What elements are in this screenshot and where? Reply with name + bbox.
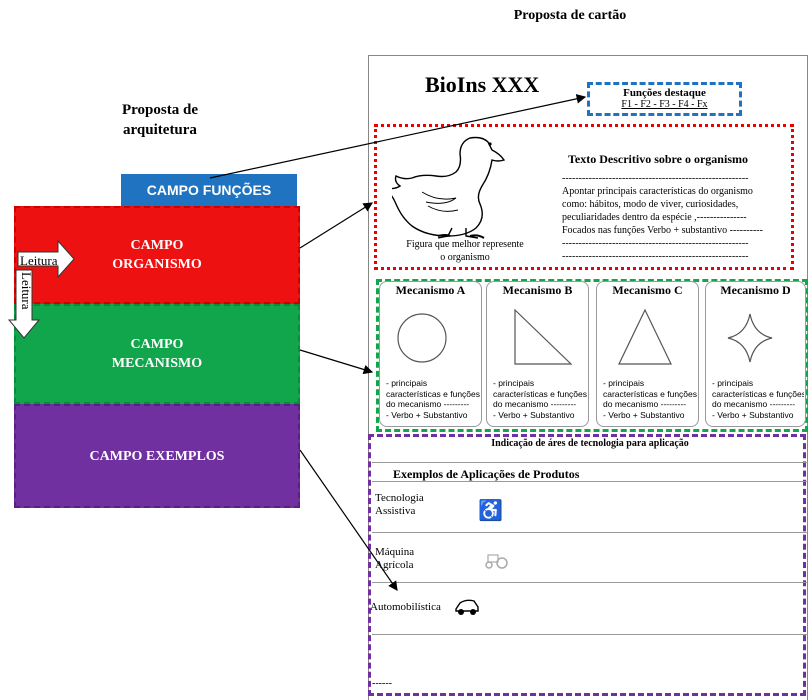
- example-line: Tecnologia: [375, 492, 424, 504]
- example-line: Automobilística: [370, 601, 441, 613]
- mechanism-line: do mecanismo ---------: [603, 399, 687, 409]
- mechanism-line: - principais: [603, 378, 645, 388]
- functions-list: F1 - F2 - F3 - F4 - Fx: [621, 99, 708, 110]
- figure-caption: Figura que melhor represente o organismo: [406, 239, 524, 263]
- mechanism-line: características e funções: [603, 388, 698, 399]
- mechanism-connector: [299, 349, 374, 375]
- reading-vertical-arrow: [7, 269, 41, 339]
- highlight-functions-box: Funções destaque F1 - F2 - F3 - F4 - Fx: [587, 82, 742, 116]
- mechanism-line: - Verbo + Substantivo: [603, 409, 685, 420]
- organism-connector: [299, 202, 374, 249]
- examples-box: [368, 434, 806, 696]
- description-body: ----------------------------------------…: [562, 172, 792, 263]
- mechanism-line: características e funções: [386, 388, 481, 399]
- examples-field-label: CAMPO EXEMPLOS: [89, 448, 225, 464]
- organism-field-label: CAMPO ORGANISMO: [112, 238, 202, 272]
- mechanism-title: Mecanismo D: [720, 283, 791, 297]
- description-line: Focados nas funções Verbo + substantivo …: [562, 225, 763, 236]
- mechanism-field-label: CAMPO MECANISMO: [111, 337, 203, 371]
- mechanism-card-a: Mecanismo A - principais características…: [379, 281, 482, 427]
- star-shape: [727, 313, 773, 363]
- examples-field: CAMPO EXEMPLOS: [14, 404, 300, 508]
- mechanism-line: - principais: [712, 378, 754, 388]
- example-label: Automobilística: [370, 601, 441, 614]
- mechanism-line: do mecanismo ---------: [386, 399, 470, 409]
- functions-connector: [209, 94, 587, 179]
- mechanism-line: características e funções: [493, 388, 588, 399]
- mechanism-line: do mecanismo ---------: [493, 399, 577, 409]
- more-indicator: ------: [372, 678, 392, 689]
- mechanism-description: - principais características e funções d…: [712, 378, 804, 420]
- car-icon: [455, 599, 479, 615]
- reading-horizontal-label: Leitura: [20, 253, 58, 268]
- mechanism-line: - Verbo + Substantivo: [712, 409, 794, 420]
- mechanism-field: CAMPO MECANISMO: [14, 304, 300, 404]
- examples-connector: [299, 449, 398, 591]
- mechanism-line: do mecanismo ---------: [712, 399, 796, 409]
- examples-title: Exemplos de Aplicações de Produtos: [393, 467, 580, 481]
- description-line: ----------------------------------------…: [562, 251, 749, 262]
- functions-field: CAMPO FUNÇÕES: [121, 174, 297, 206]
- tractor-icon: [485, 554, 508, 569]
- reading-horizontal-arrow: [17, 239, 75, 279]
- mechanism-line: - Verbo + Substantivo: [386, 409, 468, 420]
- divider: [372, 481, 808, 482]
- mechanism-title: Mecanismo C: [612, 283, 683, 297]
- mechanism-title: Mecanismo B: [502, 283, 573, 297]
- triangle-shape: [618, 308, 672, 365]
- example-line: Assistiva: [375, 505, 416, 517]
- description-line: como: hábitos, modo de viver, curiosidad…: [562, 199, 739, 210]
- circle-shape: [397, 313, 447, 363]
- description-line: ----------------------------------------…: [562, 238, 749, 249]
- mechanism-line: - principais: [493, 378, 535, 388]
- mechanism-card-d: Mecanismo D - principais características…: [705, 281, 806, 427]
- divider: [372, 582, 808, 583]
- wheelchair-icon: ♿: [478, 500, 503, 522]
- architecture-label: Proposta de arquitetura: [122, 102, 198, 138]
- divider: [372, 532, 808, 533]
- card-proposal-label: Proposta de cartão: [513, 8, 627, 23]
- description-title: Texto Descritivo sobre o organismo: [568, 152, 748, 166]
- example-label: Tecnologia Assistiva: [375, 492, 424, 518]
- description-line: peculiaridades dentro da espécie ,------…: [562, 212, 747, 223]
- divider: [372, 634, 808, 635]
- mechanism-box: [376, 279, 808, 432]
- functions-title: Funções destaque: [623, 87, 706, 99]
- mechanism-card-c: Mecanismo C - principais características…: [596, 281, 699, 427]
- mechanism-description: - principais características e funções d…: [603, 378, 698, 420]
- example-line: Agrícola: [375, 559, 414, 571]
- mechanism-description: - principais características e funções d…: [493, 378, 588, 420]
- divider: [372, 462, 808, 463]
- technology-area-heading: Indicação de áres de tecnologia para apl…: [491, 438, 689, 449]
- mechanism-title: Mecanismo A: [395, 283, 466, 297]
- card-title: BioIns XXX: [425, 72, 540, 97]
- right-triangle-shape: [514, 308, 573, 365]
- example-line: Máquina: [375, 546, 415, 558]
- organism-box: [374, 124, 794, 270]
- description-line: Apontar principais características do or…: [562, 186, 753, 197]
- duck-illustration: [392, 136, 506, 239]
- mechanism-line: - principais: [386, 378, 428, 388]
- example-label: Máquina Agrícola: [375, 546, 414, 572]
- mechanism-line: características e funções: [712, 388, 804, 399]
- mechanism-line: - Verbo + Substantivo: [493, 409, 575, 420]
- mechanism-card-b: Mecanismo B - principais características…: [486, 281, 589, 427]
- mechanism-description: - principais características e funções d…: [386, 378, 481, 420]
- description-line: ----------------------------------------…: [562, 173, 749, 184]
